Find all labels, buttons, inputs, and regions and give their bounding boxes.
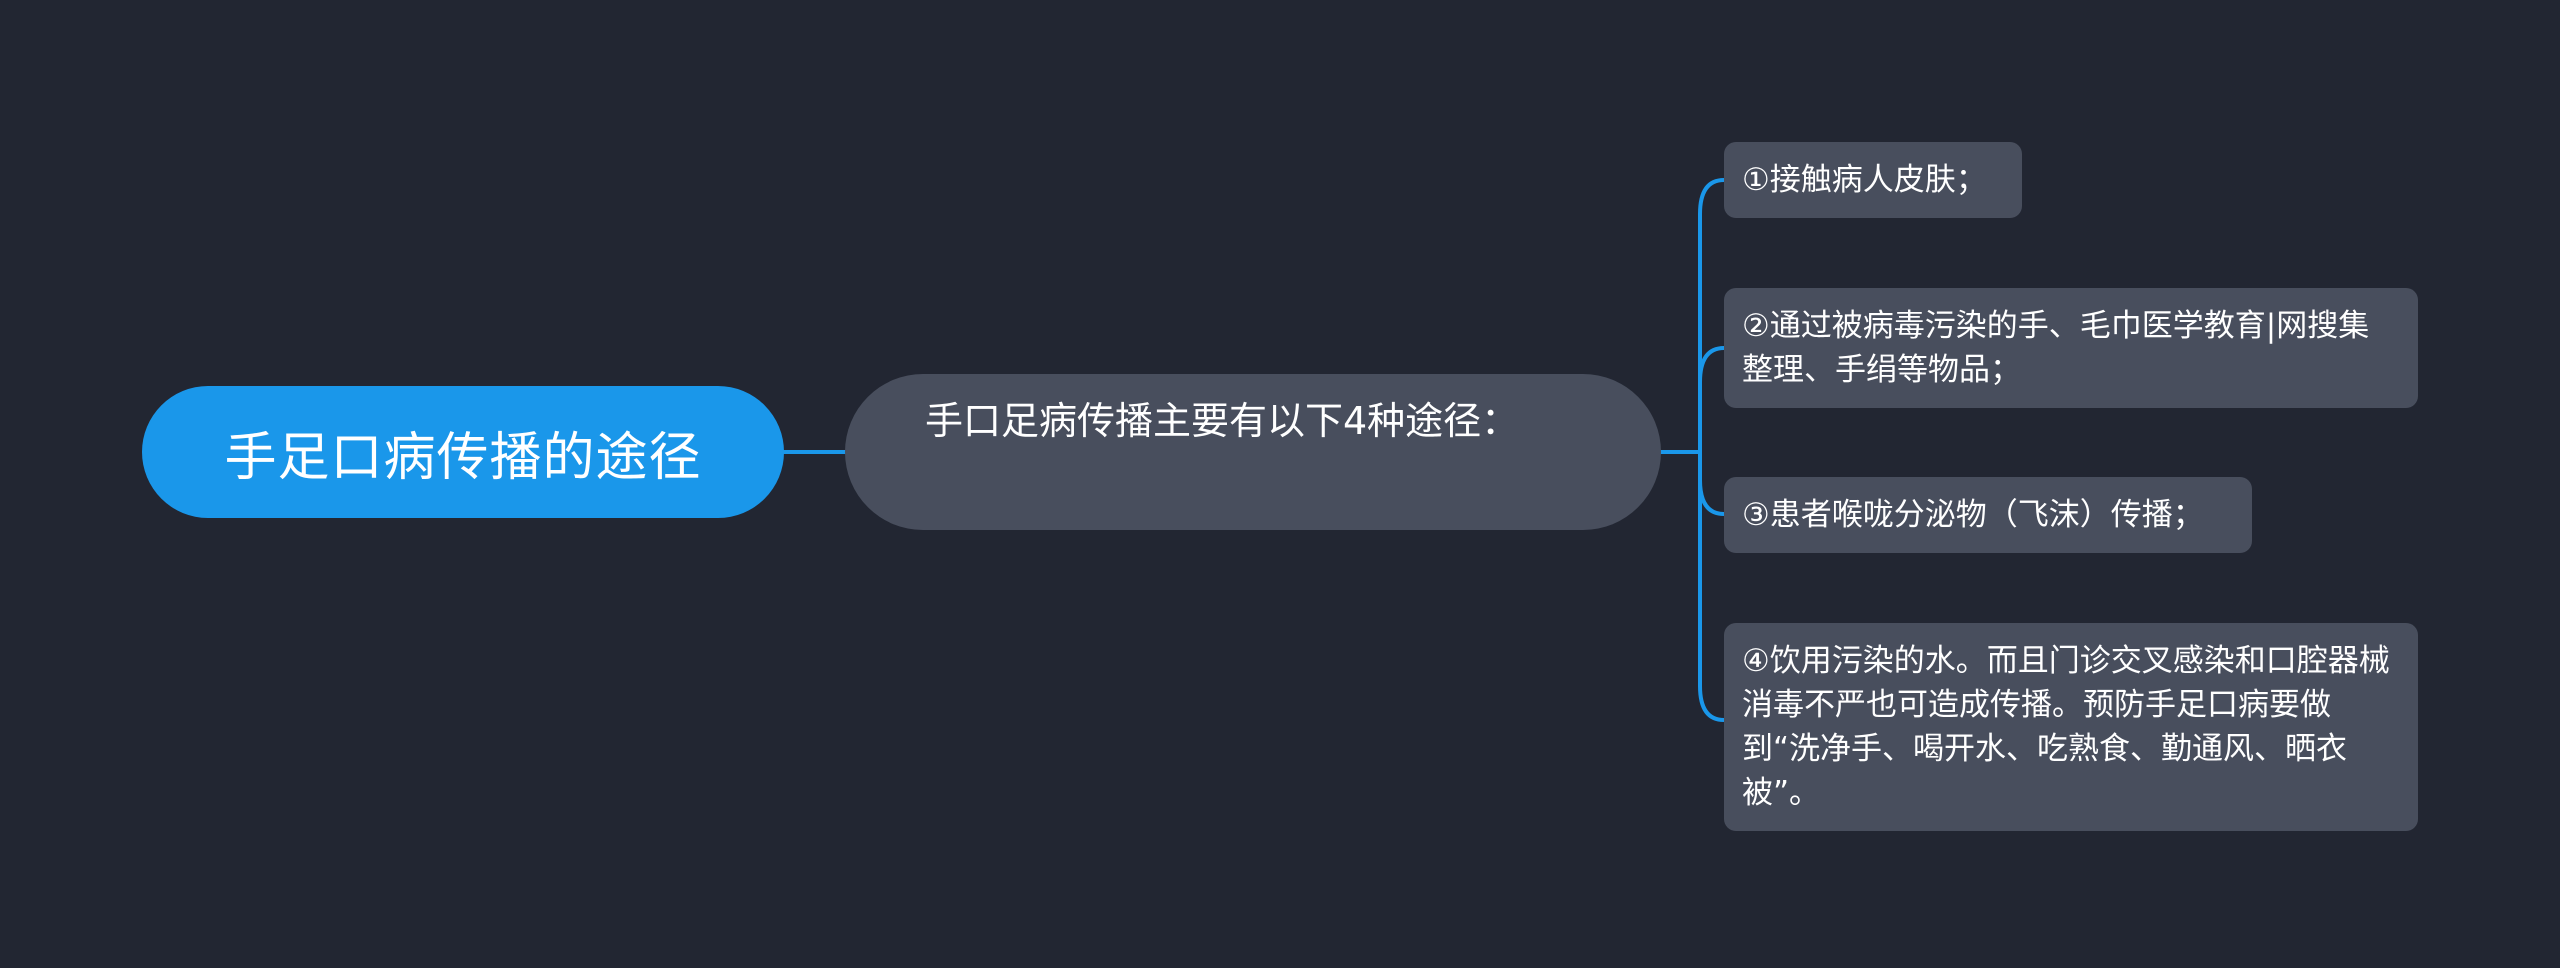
leaf-3-connector xyxy=(1698,450,1726,516)
leaf-node-4-label: ④饮用污染的水。而且门诊交叉感染和口腔器械消毒不严也可造成传播。预防手足口病要做… xyxy=(1742,643,2390,811)
leaf-4-connector xyxy=(1698,450,1726,722)
leaf-1-connector xyxy=(1698,178,1726,454)
leaf-node-2-label: ②通过被病毒污染的手、毛巾医学教育|网搜集整理、手绢等物品； xyxy=(1742,308,2370,388)
leaf-node-3-label: ③患者喉咙分泌物（飞沫）传播； xyxy=(1742,497,2204,533)
branch-node-label: 手口足病传播主要有以下4种途径： xyxy=(925,399,1520,443)
root-node-label: 手足口病传播的途径 xyxy=(224,427,702,488)
root-node[interactable]: 手足口病传播的途径 xyxy=(142,386,784,518)
leaf-node-1-label: ①接触病人皮肤； xyxy=(1742,162,1987,198)
leaf-2-connector xyxy=(1698,346,1726,454)
leaf-node-3[interactable]: ③患者喉咙分泌物（飞沫）传播； xyxy=(1724,477,2252,553)
leaf-node-2[interactable]: ②通过被病毒污染的手、毛巾医学教育|网搜集整理、手绢等物品； xyxy=(1724,288,2418,408)
leaf-node-1[interactable]: ①接触病人皮肤； xyxy=(1724,142,2022,218)
leaf-node-4[interactable]: ④饮用污染的水。而且门诊交叉感染和口腔器械消毒不严也可造成传播。预防手足口病要做… xyxy=(1724,623,2418,831)
branch-node[interactable]: 手口足病传播主要有以下4种途径： xyxy=(845,374,1661,530)
